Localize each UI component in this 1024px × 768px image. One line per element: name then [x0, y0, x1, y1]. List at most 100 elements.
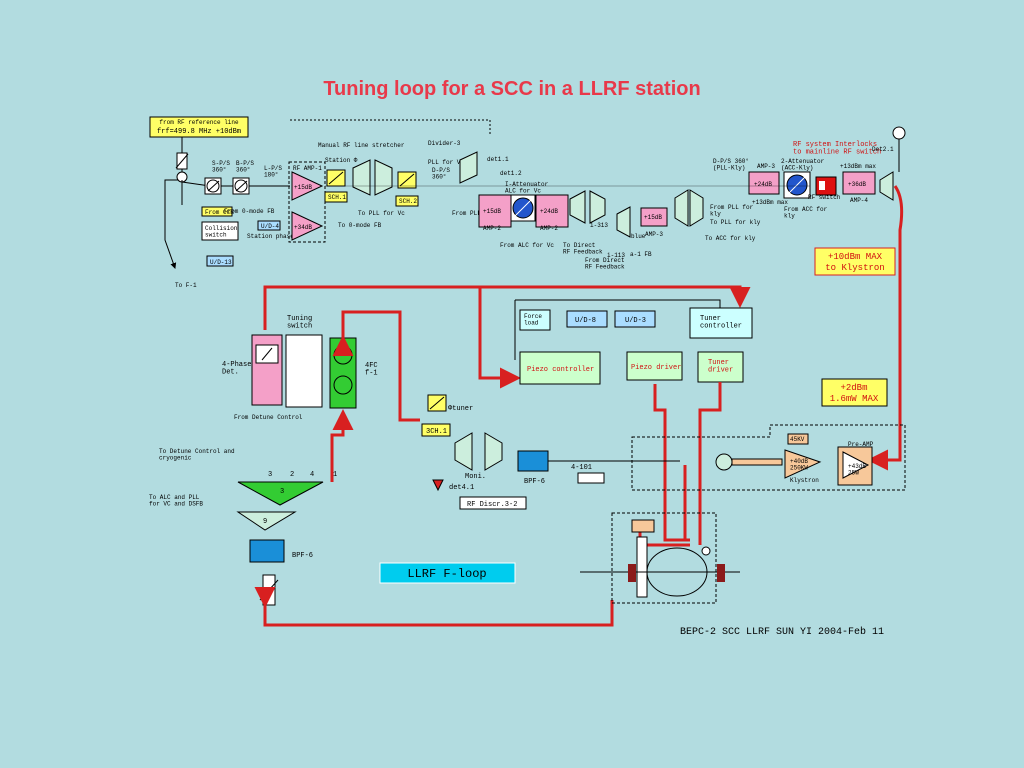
amp45: 45KV: [790, 436, 805, 443]
det41: det4.1: [449, 484, 474, 492]
ud8: U/D-8: [575, 317, 596, 325]
svg-text:3: 3: [280, 488, 284, 496]
to-pll-vc: To PLL for Vc: [358, 210, 405, 217]
svg-text:1.6mW MAX: 1.6mW MAX: [830, 394, 879, 404]
from-ccr: From CCR: [205, 209, 234, 216]
det21: Det2.1: [872, 146, 894, 153]
i113: i-113: [607, 252, 625, 259]
amp2b: AMP-2: [540, 225, 558, 232]
pll-vc: PLL for Vc: [428, 159, 464, 166]
ud3: U/D-3: [625, 317, 646, 325]
pre-amp: Pre-AMP: [848, 441, 874, 448]
g15: +15dB: [294, 184, 312, 191]
amp3: AMP-3: [645, 231, 663, 238]
phi-tuner: Φtuner: [448, 405, 473, 413]
det1: det1.1: [487, 156, 509, 163]
svg-text:3: 3: [268, 471, 272, 479]
sch-tuner: 3CH.1: [426, 428, 447, 436]
svg-text:4: 4: [310, 471, 314, 479]
footer: BEPC-2 SCC LLRF SUN YI 2004-Feb 11: [680, 626, 884, 638]
ud4: U/D-4: [261, 223, 279, 230]
a1fb: a-1 FB: [630, 251, 652, 258]
moni: Moni.: [465, 473, 486, 481]
ref-line1: from RF reference line: [159, 119, 239, 126]
svg-text:+2dBm: +2dBm: [840, 383, 867, 393]
to-0mode: To 0-mode FB: [338, 222, 382, 229]
g34: +34dB: [294, 224, 312, 231]
g15b: +15dB: [483, 208, 501, 215]
from-alc-vc: From ALC for Vc: [500, 242, 554, 249]
sch1: SCH.1: [328, 194, 346, 201]
divider3: Divider-3: [428, 140, 461, 147]
rf-switch: RF switch: [808, 194, 841, 201]
from-0mode: From 0-mode FB: [224, 208, 275, 215]
ref-line2: frf=499.8 MHz +10dBm: [157, 128, 241, 136]
g13b: +13dBm max: [840, 163, 876, 170]
bpf6: BPF-6: [524, 478, 545, 486]
max-kly-box: [814, 247, 896, 276]
to-acc: To ACC for kly: [705, 235, 756, 242]
llrf-loop-box: [379, 562, 516, 584]
rf-amp1: RF AMP-1: [293, 165, 322, 172]
det2: det1.2: [500, 170, 522, 177]
rf-discr: RF Discr.3-2: [467, 501, 517, 509]
station-phase: Station phase: [247, 233, 294, 240]
g36: +36dB: [848, 181, 866, 188]
manual-rf: Manual RF line stretcher: [318, 142, 405, 149]
from-detune: From Detune Control: [234, 414, 303, 421]
piezo-drv: Piezo driver: [631, 364, 681, 372]
g13: +13dBm max: [752, 199, 788, 206]
bpf6b: BPF-6: [292, 552, 313, 560]
page-title: Tuning loop for a SCC in a LLRF station: [323, 78, 701, 100]
to-f1-label: To F-1: [175, 282, 197, 289]
amp2a: AMP-2: [483, 225, 501, 232]
g24: +24dB: [540, 208, 558, 215]
max-kly-l1: +10dBm MAX: [828, 252, 883, 262]
blue: blue: [631, 233, 646, 240]
sch2: SCH.2: [399, 198, 417, 205]
upper-section: from RF reference line frf=499.8 MHz +10…: [149, 116, 906, 289]
piezo-ctrl: Piezo controller: [527, 366, 594, 374]
ref-box: [149, 116, 249, 138]
dps-pll: D-P/S 360°(PLL-Kly): [713, 158, 749, 172]
att2: 2-Attenuator(ACC-Kly): [781, 158, 825, 172]
g24b: +24dB: [754, 181, 772, 188]
att101: 4-101: [571, 464, 592, 472]
amp3b: AMP-3: [757, 163, 775, 170]
svg-text:1: 1: [333, 471, 337, 479]
to-pll-kly: To PLL for kly: [710, 219, 761, 226]
svg-text:9: 9: [263, 518, 267, 526]
max-kly-l2: to Klystron: [825, 263, 884, 273]
i313: i-313: [590, 222, 608, 229]
ud13: U/D-13: [210, 259, 232, 266]
amp4: AMP-4: [850, 197, 868, 204]
llrf-loop-label: LLRF F-loop: [407, 567, 486, 581]
klystron: Klystron: [790, 477, 819, 484]
g15c: +15dB: [644, 214, 662, 221]
svg-text:2: 2: [290, 471, 294, 479]
station-phi: Station Φ: [325, 157, 358, 164]
